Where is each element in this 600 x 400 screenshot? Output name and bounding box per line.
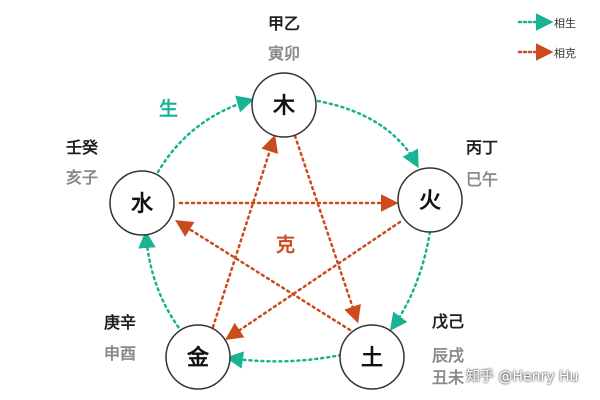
stem-label-earth: 戊己 [432,312,465,331]
watermark: 知乎 @Henry Hu [466,369,579,385]
ke-arrow-earth-water [175,220,352,332]
node-earth: 土 [339,324,405,390]
branch-label-metal: 申酉 [104,344,137,363]
sheng-arrow-earth-metal [225,351,343,369]
stem-label-wood: 甲乙 [268,14,301,33]
sheng-arrow-metal-water [138,230,184,334]
node-label-water: 水 [131,192,154,217]
stem-label-water: 壬癸 [66,138,99,157]
node-fire: 火 [397,167,463,233]
sheng-arrow-wood-fire [316,99,419,169]
sheng-label: 生 [159,98,179,120]
legend-ke-text: 相克 [554,47,576,60]
node-label-metal: 金 [186,345,210,371]
ke-label: 克 [276,234,296,256]
sheng-arrow-water-wood [156,95,255,174]
legend [517,13,554,61]
sheng-cycle [138,95,432,369]
node-label-earth: 土 [361,346,383,371]
branch-label-fire: 巳午 [466,170,499,189]
node-label-fire: 火 [419,189,441,214]
sheng-arrow-fire-earth [389,230,432,331]
ke-cycle [175,134,402,340]
node-label-wood: 木 [272,94,296,119]
node-metal: 金 [165,324,231,390]
ke-arrow-fire-metal [225,220,402,340]
branch-label-water: 亥子 [66,168,99,187]
ke-arrow-metal-wood [211,134,279,329]
ke-arrow-wood-earth [293,134,361,324]
legend-sheng-text: 相生 [554,17,576,30]
node-wood: 木 [251,72,317,138]
branch-label-wood: 寅卯 [268,44,301,63]
node-water: 水 [109,170,175,236]
branch-label-earth: 辰戌丑未 [432,346,465,387]
stem-label-metal: 庚辛 [104,313,137,332]
stem-label-fire: 丙丁 [466,138,499,157]
